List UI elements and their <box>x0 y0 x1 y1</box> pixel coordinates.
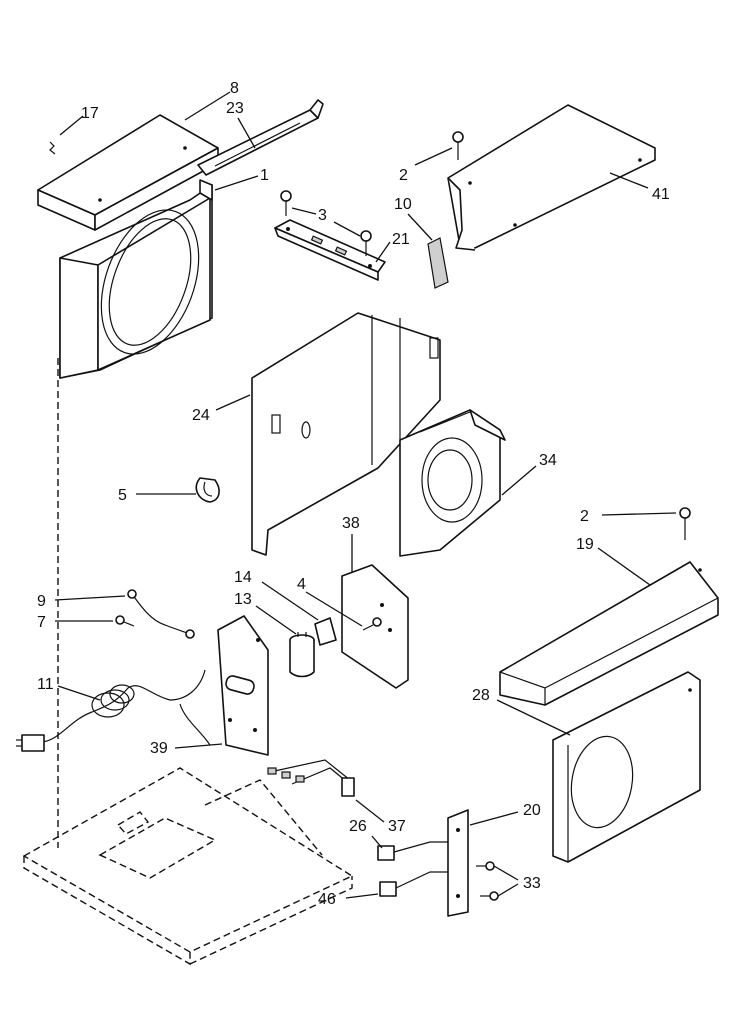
callout-21: 21 <box>392 231 410 248</box>
part-33-screws <box>476 861 499 901</box>
part-2-screw-top <box>452 131 464 160</box>
callout-2: 2 <box>399 167 408 184</box>
base-pan-dashed <box>22 358 354 966</box>
part-2-screw-right <box>679 507 691 540</box>
part-4-screw <box>362 617 382 631</box>
callout-11: 11 <box>37 676 54 693</box>
part-7-screw <box>115 615 135 627</box>
callout-3: 3 <box>318 207 327 224</box>
callout-labels: 8 17 23 1 2 41 3 10 21 24 34 5 38 2 19 1… <box>37 80 670 908</box>
part-46-connector <box>379 871 448 897</box>
part-5-clip <box>195 477 220 503</box>
callout-20: 20 <box>523 802 541 819</box>
callout-10: 10 <box>394 196 412 213</box>
part-14-strap <box>314 617 337 646</box>
part-37-wire-harness <box>267 759 355 797</box>
callout-41: 41 <box>652 186 670 203</box>
callout-19: 19 <box>576 536 594 553</box>
part-41-top-cover <box>447 104 656 251</box>
part-24-partition-panel <box>251 312 441 556</box>
callout-33: 33 <box>523 875 541 892</box>
part-1-condenser-shroud <box>59 179 213 379</box>
part-3-screw-right <box>360 230 372 256</box>
callout-28: 28 <box>472 687 490 704</box>
callout-37: 37 <box>388 818 406 835</box>
part-34-blower-housing <box>399 409 506 557</box>
callout-34: 34 <box>539 452 557 469</box>
part-39-control-bracket <box>217 615 269 756</box>
callout-26: 26 <box>349 818 367 835</box>
part-17-clip <box>49 141 56 155</box>
callout-14: 14 <box>234 569 252 586</box>
callout-46: 46 <box>318 891 336 908</box>
callout-17: 17 <box>81 105 99 122</box>
callout-23: 23 <box>226 100 244 117</box>
part-21-mounting-bracket <box>274 219 386 281</box>
part-10-pad <box>427 237 449 289</box>
part-8-top-bracket <box>37 114 219 231</box>
part-11-power-cord <box>16 669 211 752</box>
leader-lines <box>54 91 677 899</box>
part-9-ground-wire <box>127 589 195 639</box>
callout-2: 2 <box>580 508 589 525</box>
part-13-capacitor <box>289 632 315 678</box>
callout-24: 24 <box>192 407 210 424</box>
callout-39: 39 <box>150 740 168 757</box>
callout-13: 13 <box>234 591 252 608</box>
part-38-bracket <box>341 564 409 689</box>
part-26-switch <box>377 841 448 861</box>
part-23-bracket-strip <box>197 99 324 176</box>
part-19-side-panel <box>499 561 719 706</box>
callout-7: 7 <box>37 614 46 631</box>
callout-4: 4 <box>297 576 306 593</box>
callout-1: 1 <box>260 167 269 184</box>
part-3-screw-left <box>280 190 292 216</box>
callout-8: 8 <box>230 80 239 97</box>
callout-38: 38 <box>342 515 360 532</box>
callout-9: 9 <box>37 593 46 610</box>
part-20-plate <box>447 809 469 917</box>
part-28-evaporator-shroud <box>552 671 701 863</box>
callout-5: 5 <box>118 487 127 504</box>
